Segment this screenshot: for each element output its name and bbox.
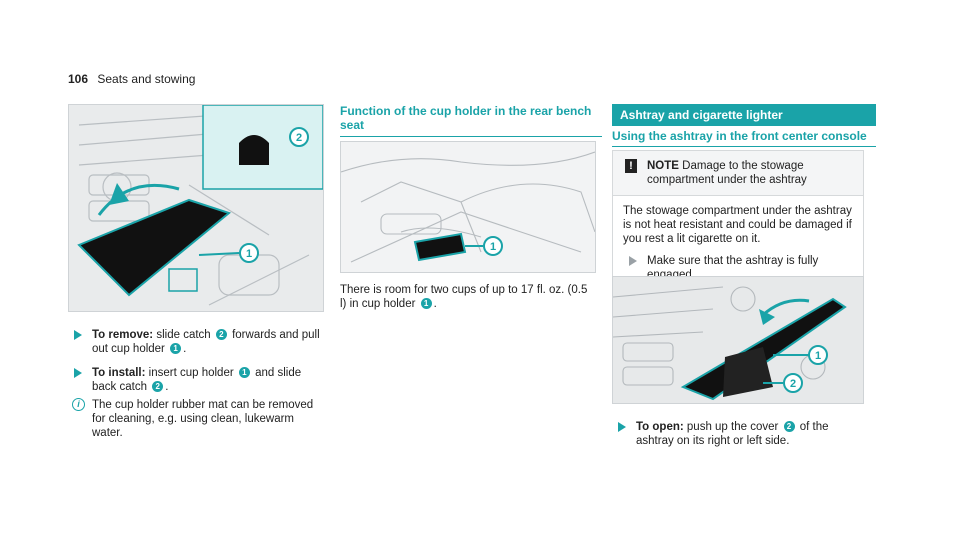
step-arrow-icon — [618, 422, 626, 432]
callout-badge-1: 1 — [420, 298, 432, 310]
step-install: To install: insert cup holder 1 and slid… — [68, 366, 324, 394]
callout-2: 2 — [790, 378, 796, 390]
callout-badge-1: 1 — [170, 343, 182, 355]
callout-badge-2: 2 — [152, 381, 164, 393]
callout-2: 2 — [296, 132, 302, 144]
callout-1: 1 — [246, 248, 252, 260]
page-header: 106 Seats and stowing — [68, 72, 195, 86]
figure-ashtray: 1 2 — [612, 276, 864, 404]
callout-badge-2: 2 — [215, 329, 227, 341]
step-arrow-icon — [74, 368, 82, 378]
middle-body: There is room for two cups of up to 17 f… — [340, 284, 588, 310]
subheading-rule — [612, 146, 876, 147]
info-note: i The cup holder rubber mat can be remov… — [68, 398, 324, 440]
page-number: 106 — [68, 72, 89, 86]
callout-1: 1 — [815, 350, 821, 362]
step-open: To open: push up the cover 2 of the asht… — [612, 420, 868, 448]
section-bar-ashtray: Ashtray and cigarette lighter — [612, 104, 876, 126]
right-steps: To open: push up the cover 2 of the asht… — [612, 420, 868, 458]
note-header: ! NOTE Damage to the stowage compartment… — [613, 151, 863, 196]
callout-1: 1 — [490, 241, 496, 253]
note-body: The stowage compartment under the ashtra… — [623, 205, 852, 281]
warning-icon: ! — [625, 159, 637, 173]
heading-rule — [340, 136, 602, 137]
callout-badge-2: 2 — [783, 421, 795, 433]
section-heading-rear-cup-holder: Function of the cup holder in the rear b… — [340, 104, 592, 132]
step-remove: To remove: slide catch 2 forwards and pu… — [68, 328, 324, 356]
info-icon: i — [72, 398, 85, 411]
subsection-heading-ashtray: Using the ashtray in the front center co… — [612, 129, 867, 143]
step-arrow-icon — [74, 330, 82, 340]
figure-rear-seat-cup-holder: 1 — [340, 141, 596, 273]
figure-center-console-cup-holder: 2 1 — [68, 104, 324, 312]
section-title: Seats and stowing — [97, 72, 196, 86]
callout-badge-1: 1 — [238, 367, 250, 379]
note-box: ! NOTE Damage to the stowage compartment… — [612, 150, 864, 291]
left-steps: To remove: slide catch 2 forwards and pu… — [68, 328, 324, 450]
step-arrow-icon — [629, 256, 637, 266]
